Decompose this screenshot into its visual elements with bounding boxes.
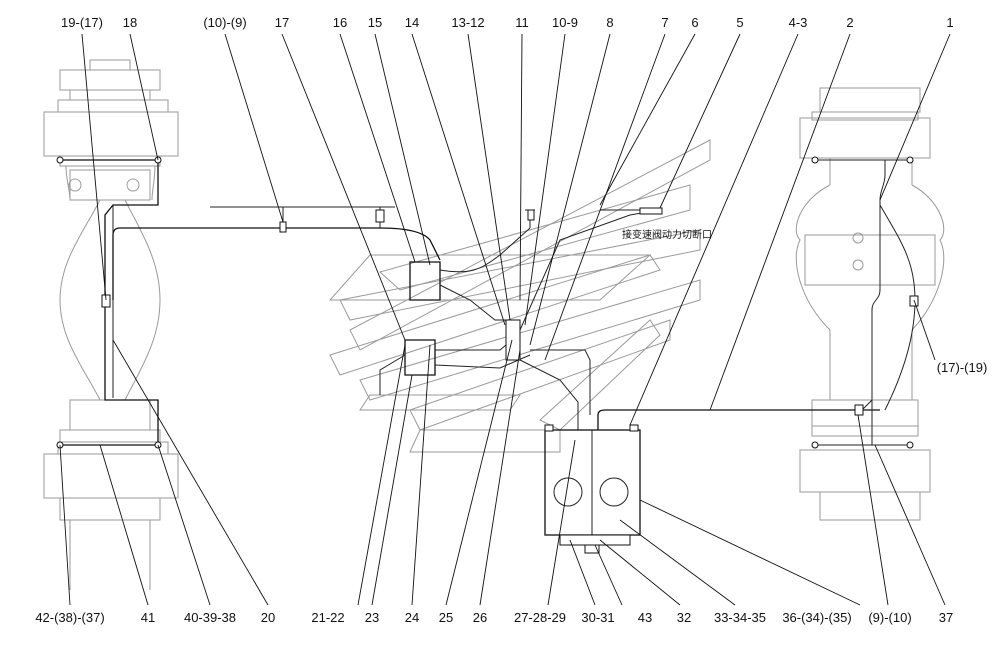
callout-36-34-35: 36-(34)-(35) <box>782 610 851 625</box>
leader-lines <box>59 33 951 606</box>
callout-10-9: (10)-(9) <box>203 15 246 30</box>
callout-23: 23 <box>365 610 379 625</box>
callout-14: 14 <box>405 15 419 30</box>
callout-42-38-37: 42-(38)-(37) <box>35 610 104 625</box>
callout-41: 41 <box>141 610 155 625</box>
callout-32: 32 <box>677 610 691 625</box>
callout-11: 11 <box>515 15 529 30</box>
callout-9-10: (9)-(10) <box>868 610 911 625</box>
callout-4-3: 4-3 <box>789 15 808 30</box>
callout-17-19: (17)-(19) <box>937 360 988 375</box>
right-axle <box>795 87 945 521</box>
left-axle <box>43 59 179 590</box>
callout-30-31: 30-31 <box>581 610 614 625</box>
callout-15: 15 <box>368 15 382 30</box>
callout-25: 25 <box>439 610 453 625</box>
note-transmission-valve-cutoff: 接变速阀动力切断口 <box>622 228 712 241</box>
callout-20: 20 <box>261 610 275 625</box>
callout-26: 26 <box>473 610 487 625</box>
callout-13-12: 13-12 <box>451 15 484 30</box>
callout-43: 43 <box>638 610 652 625</box>
callout-17: 17 <box>275 15 289 30</box>
callout-18: 18 <box>123 15 137 30</box>
callout-5: 5 <box>736 15 743 30</box>
callout-7: 7 <box>661 15 668 30</box>
callout-19-17: 19-(17) <box>61 15 103 30</box>
callout-2: 2 <box>846 15 853 30</box>
callout-16: 16 <box>333 15 347 30</box>
callouts-top: 19-(17) 18 (10)-(9) 17 16 15 14 13-12 11… <box>61 15 954 30</box>
callout-10-9b: 10-9 <box>552 15 578 30</box>
callout-1: 1 <box>946 15 953 30</box>
callout-33-34-35: 33-34-35 <box>714 610 766 625</box>
piping <box>60 159 916 554</box>
callout-40-39-38: 40-39-38 <box>184 610 236 625</box>
callout-37: 37 <box>939 610 953 625</box>
callout-24: 24 <box>405 610 419 625</box>
callout-27-28-29: 27-28-29 <box>514 610 566 625</box>
callout-8: 8 <box>606 15 613 30</box>
callouts-bottom: 42-(38)-(37) 41 40-39-38 20 21-22 23 24 … <box>35 610 953 625</box>
callout-21-22: 21-22 <box>311 610 344 625</box>
fittings <box>56 156 919 449</box>
callout-6: 6 <box>691 15 698 30</box>
